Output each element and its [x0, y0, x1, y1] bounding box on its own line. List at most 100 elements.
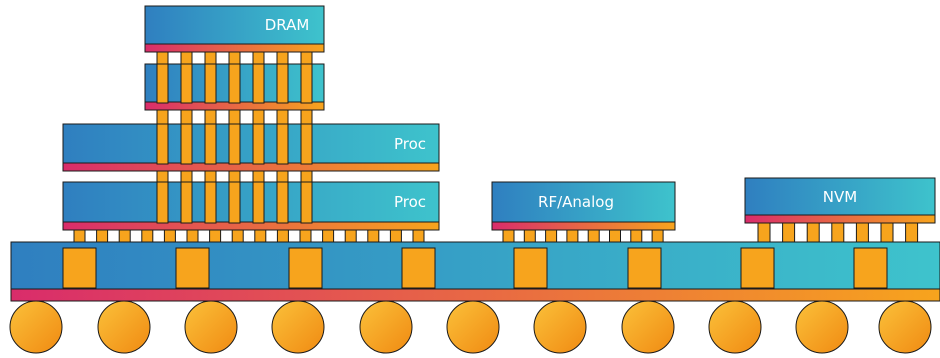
tsv-segment	[300, 123, 313, 165]
micro-bump	[566, 229, 579, 243]
proc-top-label: Proc	[394, 135, 426, 153]
tsv-segment	[252, 63, 265, 104]
solder-ball	[621, 300, 675, 354]
tsv-segment	[156, 51, 169, 66]
tsv-segment	[300, 181, 313, 224]
tsv-segment	[204, 123, 217, 165]
solder-ball	[708, 300, 762, 354]
micro-bump	[545, 229, 558, 243]
proc-die-top: Proc	[62, 123, 440, 172]
micro-bump	[806, 222, 820, 243]
tsv-segment	[156, 123, 169, 165]
substrate-via	[288, 247, 323, 289]
tsv-segment	[252, 123, 265, 165]
micro-bump	[609, 229, 621, 243]
substrate-via	[627, 247, 662, 289]
micro-bump	[254, 229, 267, 243]
tsv-segment	[300, 170, 313, 184]
dram-label: DRAM	[265, 16, 310, 34]
tsv-segment	[276, 51, 289, 66]
micro-bump	[118, 229, 131, 243]
micro-bump	[186, 229, 199, 243]
micro-bump	[299, 229, 312, 243]
solder-ball	[184, 300, 238, 354]
micro-bump	[389, 229, 402, 243]
micro-bump	[344, 229, 357, 243]
tsv-segment	[276, 109, 289, 126]
micro-bump	[412, 229, 425, 243]
solder-ball	[533, 300, 587, 354]
rf-analog-label: RF/Analog	[538, 193, 614, 211]
micro-bump	[367, 229, 380, 243]
micro-bump	[523, 229, 536, 243]
solder-balls	[9, 300, 932, 354]
proc-bottom-label: Proc	[394, 193, 426, 211]
tsv-segment	[204, 51, 217, 66]
micro-bump	[276, 229, 289, 243]
tsv-segment	[156, 109, 169, 126]
tsv-segment	[276, 63, 289, 104]
tsv-segment	[204, 181, 217, 224]
tsv-segment	[228, 109, 241, 126]
tsv-segment	[252, 170, 265, 184]
proc-die-bottom: Proc	[62, 181, 440, 231]
tsv-segment	[204, 170, 217, 184]
substrate-via	[175, 247, 210, 289]
tsv-segment	[156, 170, 169, 184]
solder-ball	[271, 300, 325, 354]
rf-analog-die: RF/Analog	[491, 181, 676, 231]
tsv-segment	[180, 63, 193, 104]
solder-ball	[878, 300, 932, 354]
tsv-segment	[180, 51, 193, 66]
micro-bump	[587, 229, 600, 243]
solder-ball	[446, 300, 500, 354]
tsv-segment	[180, 109, 193, 126]
substrate-via	[401, 247, 436, 289]
micro-bump	[651, 229, 664, 243]
micro-bump	[163, 229, 176, 243]
tsv-segment	[276, 181, 289, 224]
micro-bump	[231, 229, 244, 243]
tsv-segment	[228, 181, 241, 224]
tsv-segment	[252, 109, 265, 126]
tsv-segment	[300, 109, 313, 126]
tsv-segment	[228, 51, 241, 66]
tsv-segment	[228, 63, 241, 104]
substrate-vias	[62, 247, 888, 289]
micro-bumps	[73, 222, 919, 243]
micro-bump	[855, 222, 869, 243]
micro-bump	[630, 229, 643, 243]
micro-bump	[209, 229, 222, 243]
solder-ball	[9, 300, 63, 354]
tsv-segment	[204, 63, 217, 104]
substrate	[10, 241, 940, 302]
dies: Proc Proc DRAM RF/Analog NVM	[62, 5, 936, 231]
dram-die-upper: DRAM	[144, 5, 325, 53]
tsv-segment	[300, 51, 313, 66]
tsv-segment	[228, 123, 241, 165]
tsv-segment	[228, 170, 241, 184]
tsv-segment	[276, 170, 289, 184]
micro-bump	[905, 222, 919, 243]
micro-bump	[782, 222, 796, 243]
tsv-segment	[276, 123, 289, 165]
substrate-via	[513, 247, 548, 289]
tsv-segment	[156, 63, 169, 104]
micro-bump	[757, 222, 771, 243]
solder-ball	[359, 300, 413, 354]
micro-bump	[141, 229, 154, 243]
substrate-via	[740, 247, 775, 289]
nvm-label: NVM	[823, 188, 857, 206]
substrate-via	[853, 247, 888, 289]
tsv-segment	[180, 181, 193, 224]
tsv-segment	[252, 181, 265, 224]
micro-bump	[880, 222, 894, 243]
micro-bump	[322, 229, 335, 243]
tsv-segment	[252, 51, 265, 66]
tsv-segment	[180, 123, 193, 165]
micro-bump	[73, 229, 86, 243]
solder-ball	[795, 300, 849, 354]
nvm-die: NVM	[744, 177, 936, 224]
solder-ball	[97, 300, 151, 354]
